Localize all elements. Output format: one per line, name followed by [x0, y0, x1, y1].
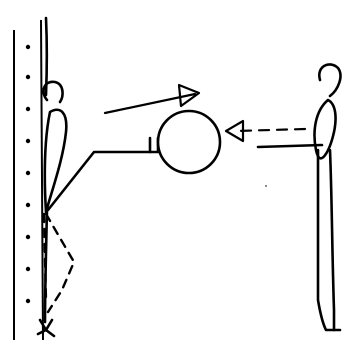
arrow-head: [226, 121, 243, 141]
wall-bar-dot: [25, 138, 31, 144]
wall-bar-dot: [25, 44, 31, 50]
exerciser-head: [44, 82, 63, 102]
partner-back-leg: [330, 150, 334, 330]
wall-bar-dot: [25, 202, 31, 208]
wall-bar-dot: [25, 106, 31, 112]
wall-bar-dot: [25, 170, 31, 176]
partner-arm: [258, 145, 322, 147]
partner-front-leg: [318, 150, 340, 330]
wall-bar-dot: [25, 266, 31, 272]
exerciser-kicking-leg: [48, 152, 150, 210]
wall-bar-dot: [25, 298, 31, 304]
wall-bar-dot: [25, 234, 31, 240]
exerciser-bottom-feet: [38, 320, 54, 336]
wall-bars: [14, 20, 43, 340]
arrow-shaft-dashed: [236, 129, 305, 131]
partner-figure: [258, 64, 340, 330]
exerciser-arm: [46, 18, 47, 95]
dashed-leg: [46, 214, 74, 312]
ball: [158, 111, 220, 173]
arrow-head: [179, 85, 199, 106]
partner-torso: [315, 100, 336, 158]
exerciser-figure: [38, 18, 158, 336]
exerciser-torso: [45, 110, 67, 212]
dashed-leg: [44, 214, 46, 300]
partner-head: [319, 64, 340, 96]
paper-speck: [265, 185, 267, 187]
wall-bar-dot: [25, 74, 31, 80]
exerciser-standing-leg: [45, 210, 47, 322]
exerciser-figure-dashed-legs: [44, 214, 74, 312]
wall-bar-dots: [25, 44, 31, 304]
wall-bar-right-line: [41, 20, 43, 340]
ball-kick-arrow: [105, 85, 199, 113]
ball-pass-arrow: [226, 121, 305, 141]
